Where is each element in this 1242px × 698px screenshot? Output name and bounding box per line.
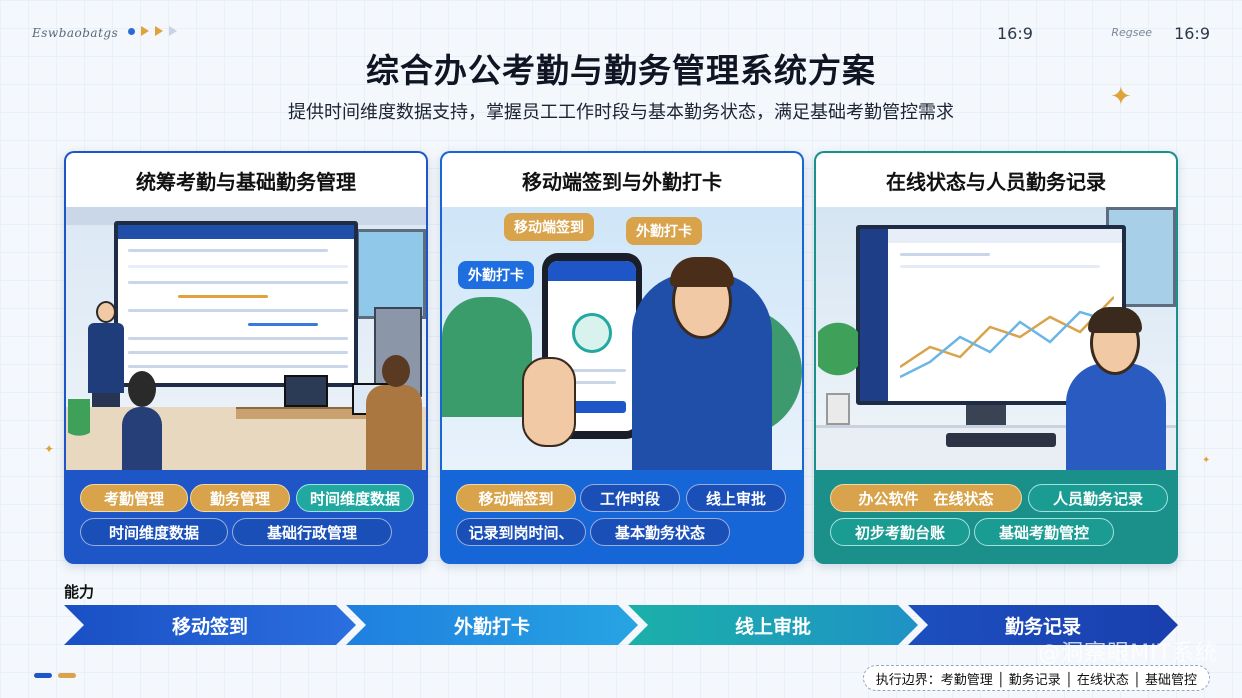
line-chart-graphic (900, 296, 1114, 379)
keyboard (946, 433, 1056, 447)
panel-tags: 移动端签到 工作时段 线上审批 记录到岗时间、 基本勤务状态 (440, 478, 804, 564)
tree (442, 297, 532, 417)
monitor-stand (966, 405, 1006, 425)
brand-logo-text: Eswbaobatgs (32, 26, 119, 40)
plant (818, 317, 858, 397)
person-hair (1088, 307, 1142, 333)
flow-step-online-approval: 线上审批 (628, 605, 918, 645)
person-seated (366, 385, 422, 470)
flow-step-mobile-checkin: 移动签到 (64, 605, 356, 645)
tag-attendance-control: 基础考勤管控 (974, 518, 1114, 546)
tag-time-data: 时间维度数据 (80, 518, 228, 546)
region-label: Regsee (1111, 26, 1152, 39)
page-title: 综合办公考勤与勤务管理系统方案 (366, 51, 876, 90)
dashboard-illustration (816, 207, 1176, 470)
sparkle-icon: ✦ (1110, 82, 1132, 112)
person-head (382, 355, 410, 387)
tag-work-hours: 工作时段 (580, 484, 680, 512)
tag-duty-records: 人员勤务记录 (1028, 484, 1168, 512)
execution-boundary: 执行边界：考勤管理 │ 勤务记录 │ 在线状态 │ 基础管控 (862, 665, 1210, 691)
bubble-field-checkin: 外勤打卡 (626, 217, 702, 245)
panel-mobile-checkin: 移动端签到与外勤打卡 移动端签到 外勤打卡 外勤打卡 移动端签到 工作时段 线上… (440, 151, 804, 564)
tag-duty-status: 基本勤务状态 (590, 518, 730, 546)
tag-attendance: 考勤管理 (80, 484, 188, 512)
person-seated (122, 407, 162, 470)
tag-online-approval: 线上审批 (686, 484, 786, 512)
check-icon (572, 313, 612, 353)
tag-attendance-ledger: 初步考勤台账 (830, 518, 970, 546)
ceiling (66, 207, 426, 225)
tag-mobile-checkin: 移动端签到 (456, 484, 576, 512)
page-indicator (128, 26, 177, 36)
wall-screen (114, 221, 358, 387)
panel-title: 在线状态与人员勤务记录 (816, 153, 1176, 207)
page-subtitle: 提供时间维度数据支持，掌握员工工作时段与基本勤务状态，满足基础考勤管控需求 (288, 102, 954, 123)
flow-step-duty-records: 勤务记录 (908, 605, 1178, 645)
window (356, 229, 426, 319)
panel-title: 统筹考勤与基础勤务管理 (66, 153, 426, 207)
indicator-arrow-icon (155, 26, 163, 36)
aspect-ratio-label: 16:9 (997, 24, 1033, 43)
accent-bar (58, 673, 76, 678)
plant-pot (826, 393, 850, 425)
flow-step-field-checkin: 外勤打卡 (346, 605, 638, 645)
bubble-mobile-checkin: 移动端签到 (504, 213, 594, 241)
capability-label: 能力 (64, 583, 95, 601)
accent-bar (34, 673, 52, 678)
person-hair (670, 257, 734, 287)
sparkle-icon: ✦ (44, 442, 55, 456)
office-illustration (66, 207, 426, 470)
tag-online-status: 办公软件 在线状态 (830, 484, 1022, 512)
phone-screen (548, 261, 636, 431)
panel-attendance-management: 统筹考勤与基础勤务管理 考勤管理 (64, 151, 428, 564)
aspect-ratio-label: 16:9 (1174, 24, 1210, 43)
panel-title: 移动端签到与外勤打卡 (442, 153, 802, 207)
bubble-field-checkin: 外勤打卡 (458, 261, 534, 289)
phone (542, 253, 642, 439)
indicator-arrow-icon (141, 26, 149, 36)
tag-arrival-time: 记录到岗时间、 (456, 518, 586, 546)
panel-tags: 办公软件 在线状态 人员勤务记录 初步考勤台账 基础考勤管控 (814, 478, 1178, 564)
watermark: @洞察眼MIT系统 (1038, 641, 1218, 666)
tag-admin: 基础行政管理 (232, 518, 392, 546)
hand (522, 357, 576, 447)
indicator-dot (128, 27, 135, 35)
tag-time-data: 时间维度数据 (296, 484, 414, 512)
plant (68, 399, 90, 451)
monitor (284, 375, 328, 407)
person-body (1066, 363, 1166, 470)
top-bar: Eswbaobatgs 16:9 Regsee 16:9 (32, 24, 1210, 44)
indicator-arrow-icon (169, 26, 177, 36)
sparkle-icon: ✦ (1202, 455, 1211, 466)
app-sidebar (860, 229, 888, 401)
tag-duty: 勤务管理 (190, 484, 290, 512)
mobile-illustration: 移动端签到 外勤打卡 外勤打卡 (442, 207, 802, 470)
person-head (128, 371, 156, 407)
panel-online-status: 在线状态与人员勤务记录 办公软件 在线状态 人员勤务记录 初步考勤台账 基础考勤… (814, 151, 1178, 564)
screen-header (118, 225, 354, 239)
footer-accent (34, 673, 76, 678)
panel-tags: 考勤管理 勤务管理 时间维度数据 时间维度数据 基础行政管理 (64, 478, 428, 564)
